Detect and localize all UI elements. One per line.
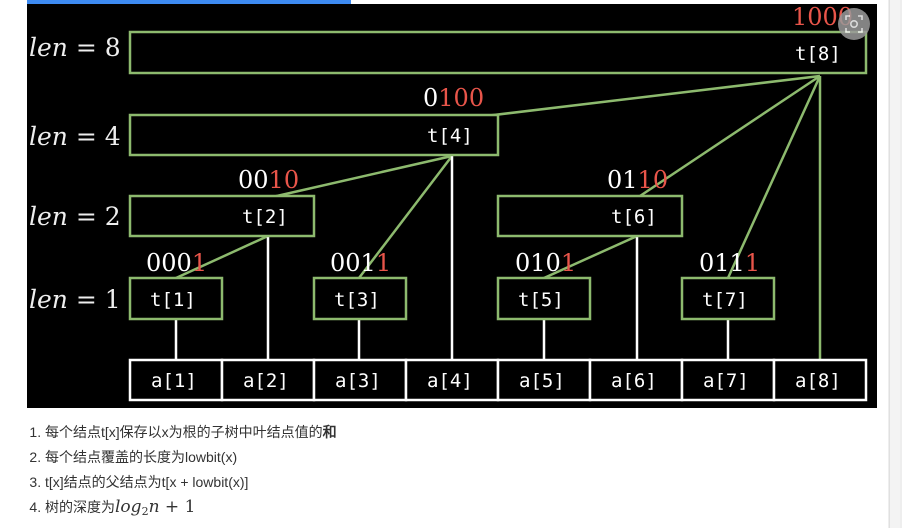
array-cell-7-label: a[7]: [703, 370, 749, 392]
node-t3-label: t[3]: [334, 289, 380, 311]
array-cell-5-label: a[5]: [519, 370, 565, 392]
fenwick-tree-figure: len = 8 len = 4 len = 2 len = 1 t[8] t[4…: [27, 4, 877, 408]
binary-label-3: 0011: [330, 249, 391, 277]
node-t8: [128, 30, 868, 75]
node-t7-label: t[7]: [702, 289, 748, 311]
node-t5-label: t[5]: [518, 289, 564, 311]
depth-formula: log2n + 1: [115, 497, 196, 518]
array-cell-5: [496, 358, 592, 402]
node-t4-label: t[4]: [427, 125, 473, 147]
edge-t4-t8: [451, 74, 821, 122]
screenshot-button[interactable]: [838, 8, 870, 40]
node-t1: [128, 276, 224, 321]
node-t3: [312, 276, 408, 321]
level-label-2: len = 2: [29, 202, 121, 231]
node-t2: [128, 194, 316, 238]
edge-t7-t8: [726, 75, 822, 279]
edge-t2-t4: [267, 154, 453, 200]
list-item: 树的深度为log2n + 1: [45, 495, 337, 524]
node-t6: [496, 194, 684, 238]
tree-edges: [175, 74, 822, 360]
array-cell-4: [404, 358, 500, 402]
scrollbar-thumb[interactable]: [889, 0, 900, 528]
node-t6-label: t[6]: [611, 206, 657, 228]
array-cell-6-label: a[6]: [611, 370, 657, 392]
level-label-1: len = 1: [29, 285, 121, 314]
properties-list: 每个结点t[x]保存以x为根的子树中叶结点值的和 每个结点覆盖的长度为lowbi…: [27, 420, 337, 524]
level-label-8: len = 8: [29, 33, 121, 62]
node-t4: [128, 113, 500, 157]
node-t2-label: t[2]: [242, 206, 288, 228]
array-edges: [174, 156, 730, 360]
binary-label-2: 0010: [238, 166, 299, 194]
list-item: 每个结点t[x]保存以x为根的子树中叶结点值的和: [45, 420, 337, 445]
node-t1-label: t[1]: [150, 289, 196, 311]
binary-label-4: 0100: [423, 84, 484, 112]
edge-t3-t4: [358, 155, 453, 279]
array-cell-6: [588, 358, 684, 402]
binary-label-7: 0111: [699, 249, 760, 277]
array-cell-3: [312, 358, 408, 402]
array-cell-7: [680, 358, 776, 402]
edge-t1-t2: [175, 234, 269, 280]
node-t5: [496, 276, 592, 321]
fenwick-tree-diagram: len = 8 len = 4 len = 2 len = 1 t[8] t[4…: [29, 4, 868, 402]
binary-label-6: 0110: [607, 166, 668, 194]
array-cell-4-label: a[4]: [427, 370, 473, 392]
binary-label-5: 0101: [515, 249, 576, 277]
array-cell-3-label: a[3]: [335, 370, 381, 392]
node-t8-label: t[8]: [795, 43, 841, 65]
array-cell-8: [772, 358, 868, 402]
edge-t6-t8: [636, 74, 821, 200]
list-item: t[x]结点的父结点为t[x + lowbit(x)]: [45, 470, 337, 495]
array-cell-8-label: a[8]: [795, 370, 841, 392]
list-item: 每个结点覆盖的长度为lowbit(x): [45, 445, 337, 470]
node-t7: [680, 276, 776, 321]
edge-t5-t6: [543, 234, 638, 280]
array-cell-1-label: a[1]: [151, 370, 197, 392]
binary-label-1: 0001: [146, 249, 207, 277]
array-cell-2-label: a[2]: [243, 370, 289, 392]
array-row: [128, 358, 868, 402]
camera-scan-icon: [845, 15, 863, 33]
level-label-4: len = 4: [29, 122, 121, 151]
page-load-progress: [27, 0, 351, 4]
